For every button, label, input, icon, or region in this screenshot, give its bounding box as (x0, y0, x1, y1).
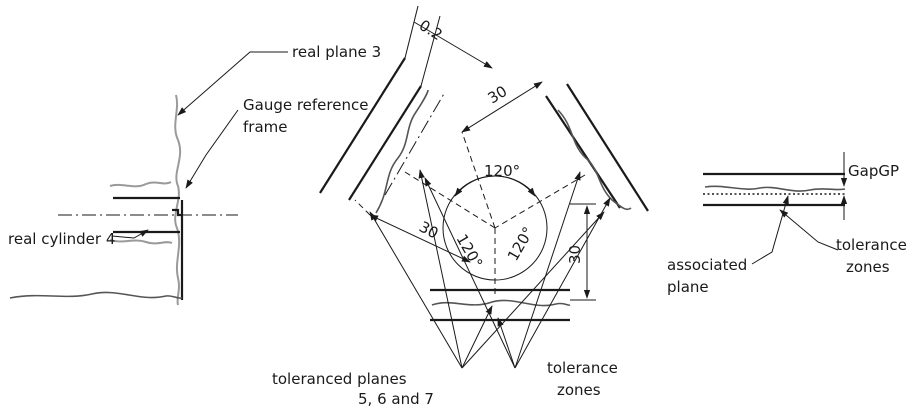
left-plane-outer-line (319, 57, 406, 194)
label-gauge-frame-line1: Gauge reference (243, 96, 368, 114)
dash-left-to-center (404, 171, 496, 229)
leader-zones-4 (514, 197, 611, 369)
right-plane-outer-line (566, 83, 649, 212)
label-real-cylinder-4: real cylinder 4 (8, 230, 115, 248)
dim-30-left-line (369, 214, 471, 263)
dash-left-extension (384, 91, 446, 196)
right-plane-inner-line (545, 95, 621, 209)
leader-zones-3 (514, 171, 581, 369)
label-toleranced-planes-line1: toleranced planes (272, 370, 407, 388)
dim-30-top-line (461, 81, 543, 133)
datum-step (172, 208, 182, 217)
leader-planes-1 (369, 211, 463, 369)
leader-zones-2 (497, 317, 516, 369)
real-surface-profile (704, 185, 846, 192)
label-center-zones-line1: tolerance (547, 359, 618, 377)
left-plane-inner-line (348, 85, 422, 201)
leader-right-zones (779, 209, 839, 251)
leader-associated-plane (751, 195, 789, 265)
leader-real-cylinder (111, 229, 149, 239)
leader-planes-3 (461, 305, 493, 369)
leader-planes-4 (461, 211, 605, 369)
label-gauge-frame-line2: frame (243, 118, 287, 136)
left-plane-rough-profile (375, 89, 429, 214)
real-plane-3-profile (174, 94, 182, 306)
label-gapgp: GapGP (848, 162, 899, 180)
angle-left-text: 120° (453, 231, 487, 271)
center-view: 0.2 30 30 30 120° 120° 120° toleranced p… (272, 5, 649, 407)
dim-30-right-text: 30 (566, 245, 584, 264)
label-right-zones-line1: tolerance (836, 236, 907, 254)
leader-gauge-frame (185, 109, 239, 189)
label-associated-line2: plane (667, 278, 709, 296)
label-associated-line1: associated (667, 256, 747, 274)
bottom-plane-rough-profile (431, 299, 571, 307)
label-center-zones-line2: zones (557, 381, 601, 399)
angle-right-text: 120° (504, 224, 538, 264)
dim-30-top-text: 30 (485, 82, 511, 107)
angle-top-text: 120° (484, 162, 520, 180)
left-view: real plane 3 Gauge reference frame real … (8, 43, 381, 306)
dim-0-2-line (413, 21, 493, 69)
cylinder-rough-base (9, 291, 183, 299)
angle-arc-top (454, 175, 536, 197)
label-toleranced-planes-line2: 5, 6 and 7 (358, 390, 434, 407)
dash-center-up (461, 131, 496, 229)
leader-zones-1 (424, 177, 516, 369)
dim-0-2-text: 0.2 (416, 16, 446, 44)
right-plane-rough-profile (557, 109, 632, 211)
dim-0-2-ext-b (420, 15, 441, 87)
leader-real-plane-3 (177, 51, 288, 116)
real-cylinder-4-top-profile (109, 181, 172, 188)
dim-0-2-ext-a (404, 5, 419, 59)
leader-planes-2 (418, 169, 463, 369)
label-real-plane-3: real plane 3 (292, 43, 381, 61)
label-right-zones-line2: zones (846, 258, 890, 276)
real-cylinder-4-bottom-profile (109, 239, 173, 245)
right-view: GapGP associated plane tolerance zones (667, 152, 907, 296)
dash-left-plane-mid (354, 199, 371, 216)
